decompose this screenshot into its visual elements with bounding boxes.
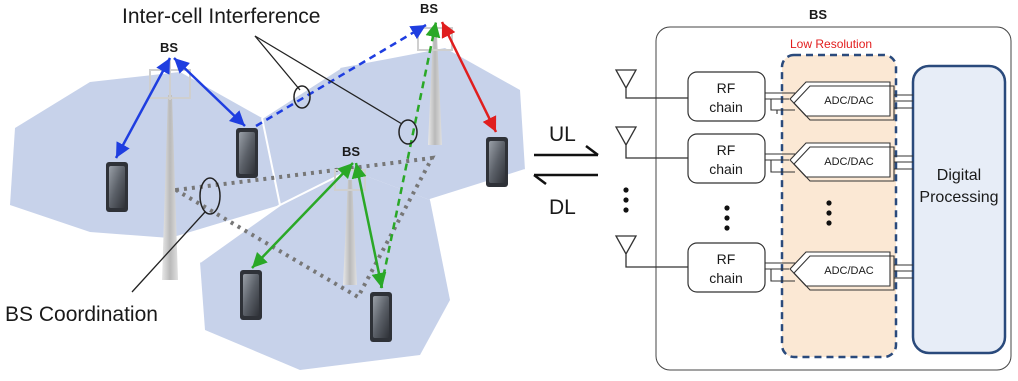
rf-chain-label-line2: chain [709,161,742,177]
chain-row-1: RF chain ADC/DAC [614,69,913,122]
adc-label: ADC/DAC [824,265,874,277]
downlink-label: DL [549,196,576,219]
low-res-label: Low Resolution [790,37,872,51]
rf-chain-box [687,71,766,122]
link-green-1 [251,162,354,269]
link-red [440,21,498,133]
antenna-icon [614,69,688,99]
adc-label: ADC/DAC [824,95,874,107]
rf-to-adc-wires [765,92,795,114]
uplink-arrowhead [585,145,599,156]
phone-5 [370,292,392,342]
rf-chain-label-line1: RF [717,251,736,267]
link-blue-2 [173,57,246,127]
antenna-icon [614,235,688,268]
link-blue-dashed [255,23,427,128]
chain-row-2: RF chain ADC/DAC [614,126,913,184]
link-green-2 [351,162,387,289]
digital-label-line2: Processing [919,189,998,206]
bs-block-diagram: BS Low Resolution Digital Processing RF … [614,7,1012,371]
rf-chain-box [687,242,766,293]
uplink-label: UL [549,123,576,146]
adc-block-shadow [793,85,895,121]
adc-to-digital-wires [894,94,913,109]
adc-to-digital-wires [894,264,913,279]
chain-row-3: RF chain ADC/DAC [614,235,913,293]
ellipsis-dots [623,187,832,231]
interference-label: Inter-cell Interference [122,5,320,28]
antenna-icon [614,126,688,159]
rf-chain-label-line1: RF [717,142,736,158]
interference-pointer [254,35,403,125]
rf-to-adc-wires [765,262,795,282]
phone-2 [236,128,258,178]
rf-chain-label-line2: chain [709,99,742,115]
cell-border [429,169,526,201]
interference-ellipse [293,85,311,109]
coordination-ellipse [199,177,221,215]
ul-dl-arrows: UL DL [533,123,599,219]
bs-block-frame [655,26,1012,371]
bs-label: BS [342,144,360,159]
phone-4 [240,270,262,320]
digital-processing-box [911,64,1007,355]
phone-1 [106,162,128,212]
bs-label: BS [160,40,178,55]
adc-label: ADC/DAC [824,156,874,168]
bs-label: BS [420,1,438,16]
bs-block-title: BS [809,7,827,22]
interference-pointer [254,35,301,91]
digital-label-line1: Digital [937,167,981,184]
cell-border [261,67,341,119]
rf-chain-label-line1: RF [717,80,736,96]
link-green-dashed [379,21,441,289]
adc-block-shadow [793,255,895,291]
link-blue-1 [114,57,172,159]
adc-block-shadow [793,146,895,182]
interference-ellipse [398,119,418,145]
rf-chain-box [687,133,766,184]
rf-chain-label-line2: chain [709,270,742,286]
coordination-pointer [131,211,206,293]
coordination-label: BS Coordination [5,303,158,326]
rf-to-adc-wires [765,153,795,173]
adc-to-digital-wires [894,155,913,170]
phone-3 [486,137,508,187]
downlink-arrowhead [533,174,547,185]
